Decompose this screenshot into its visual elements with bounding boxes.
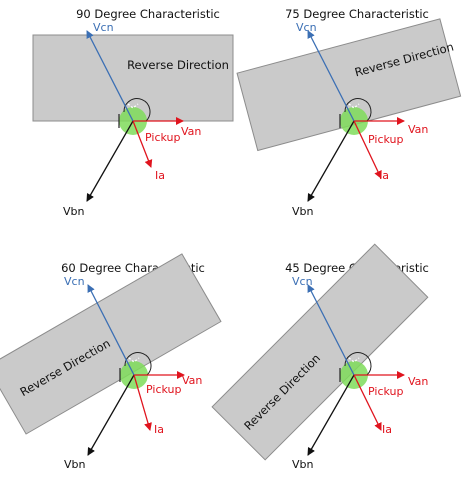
van-label: Van xyxy=(408,375,428,388)
vbn-label: Vbn xyxy=(292,205,314,218)
pickup-label: Pickup xyxy=(145,131,180,144)
panel-60-degree: 60 Degree Characteristic Reverse Directi… xyxy=(0,253,222,471)
ia-label: Ia xyxy=(382,423,392,436)
vcn-phasor xyxy=(307,30,355,122)
reverse-region: Reverse Direction xyxy=(0,253,222,435)
vcn-phasor xyxy=(87,284,135,376)
vcn-phasor xyxy=(307,284,355,376)
vbn-label: Vbn xyxy=(64,458,86,471)
vbn-phasor xyxy=(307,120,355,202)
vbn-phasor xyxy=(87,374,135,456)
vcn-label: Vcn xyxy=(93,21,114,34)
phasor-origin: Van Vcn Vbn Ia Pickup xyxy=(292,21,428,218)
vbn-label: Vbn xyxy=(63,205,85,218)
reverse-region-rect xyxy=(0,253,222,435)
reverse-region-rect xyxy=(32,34,234,122)
panel-title: 90 Degree Characteristic xyxy=(76,7,220,21)
ia-phasor xyxy=(353,374,382,431)
vcn-label: Vcn xyxy=(296,21,317,34)
van-label: Van xyxy=(181,125,201,138)
pickup-label: Pickup xyxy=(368,385,403,398)
reverse-direction-label: Reverse Direction xyxy=(127,58,229,72)
vcn-label: Vcn xyxy=(292,275,313,288)
ia-label: Ia xyxy=(154,423,164,436)
ia-phasor xyxy=(133,374,152,431)
vbn-phasor xyxy=(307,374,355,456)
pickup-label: Pickup xyxy=(146,383,181,396)
vcn-phasor xyxy=(86,30,134,122)
panel-title: 75 Degree Characteristic xyxy=(285,7,429,21)
vbn-phasor xyxy=(86,120,134,202)
pickup-label: Pickup xyxy=(368,133,403,146)
vbn-label: Vbn xyxy=(292,458,314,471)
ia-phasor xyxy=(132,120,153,168)
panel-45-degree: 45 Degree Characteristic Reverse Directi… xyxy=(211,243,429,471)
van-label: Van xyxy=(182,374,202,387)
ia-label: Ia xyxy=(379,169,389,182)
ia-phasor xyxy=(353,120,382,179)
phasor-origin: Van Vcn Vbn Ia Pickup xyxy=(63,21,201,218)
vcn-label: Vcn xyxy=(64,275,85,288)
panel-90-degree: 90 Degree Characteristic Reverse Directi… xyxy=(32,7,234,218)
phasor-origin: Van Vcn Vbn Ia Pickup xyxy=(292,275,428,471)
reverse-region: Reverse Direction xyxy=(211,243,429,461)
panel-75-degree: 75 Degree Characteristic Reverse Directi… xyxy=(236,7,462,218)
van-label: Van xyxy=(408,123,428,136)
ia-label: Ia xyxy=(155,169,165,182)
reverse-region: Reverse Direction xyxy=(32,34,234,122)
phasor-origin: Van Vcn Vbn Ia Pickup xyxy=(64,275,202,471)
